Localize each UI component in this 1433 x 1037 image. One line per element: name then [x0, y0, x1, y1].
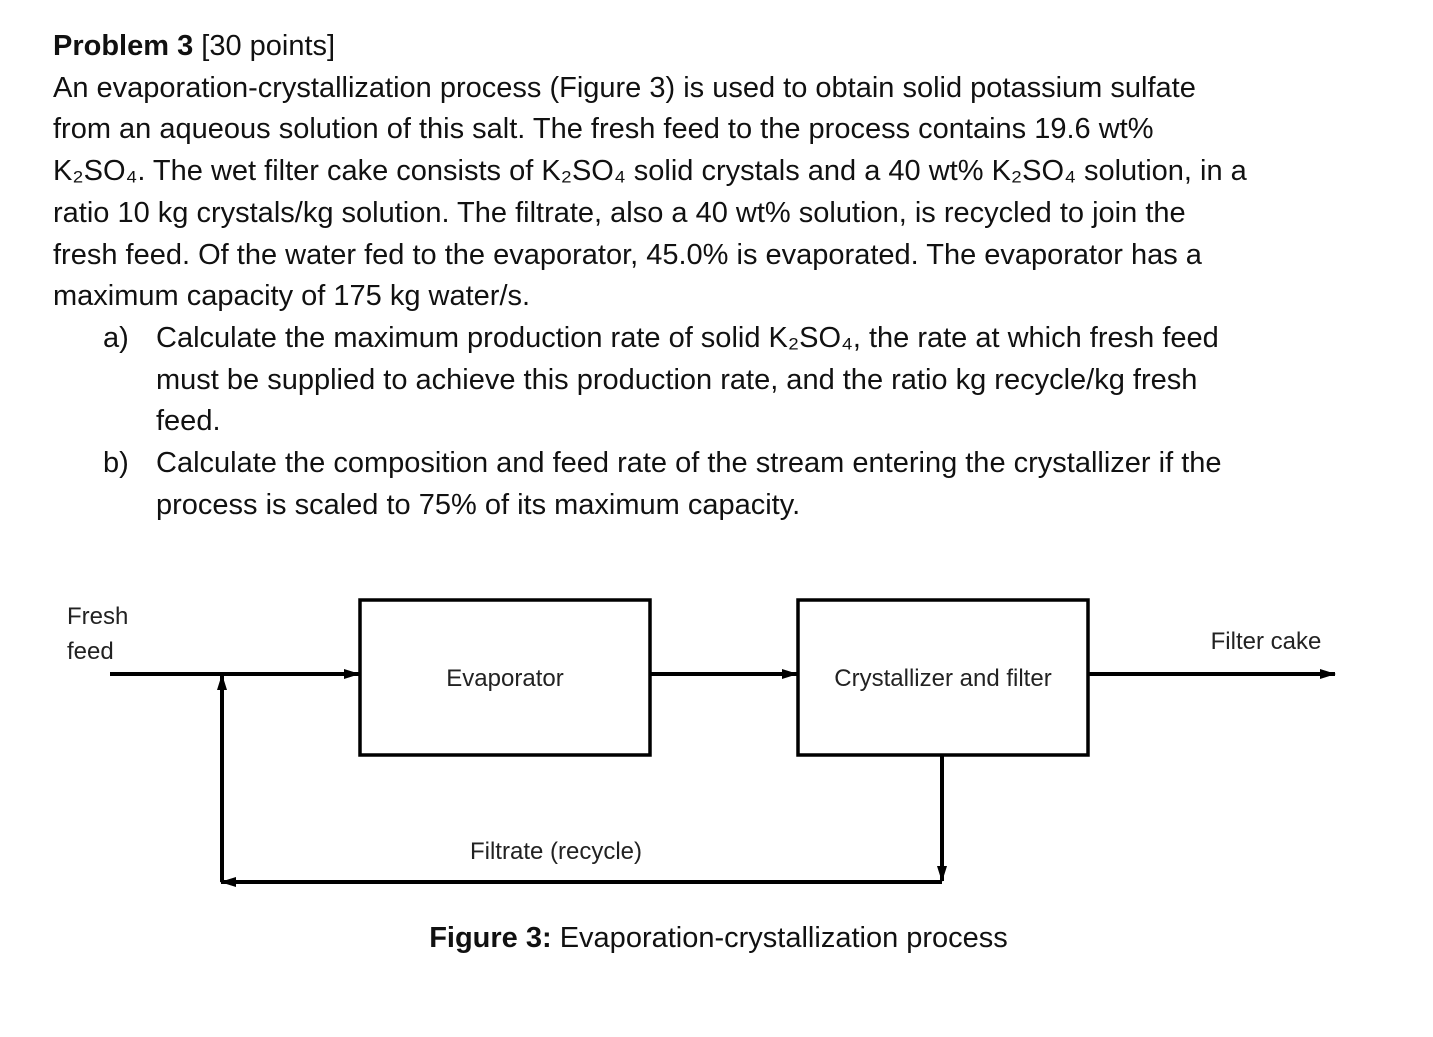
part-b-line: Calculate the composition and feed rate … [156, 447, 1222, 480]
description-line: maximum capacity of 175 kg water/s. [53, 280, 531, 313]
part-a: a) Calculate the maximum production rate… [53, 318, 1393, 443]
problem-number: Problem 3 [53, 30, 194, 62]
fresh-feed-label-line2: feed [67, 638, 114, 665]
caption-text: Evaporation-crystallization process [551, 922, 1008, 954]
part-a-line: feed. [156, 405, 221, 438]
part-a-line: must be supplied to achieve this product… [156, 363, 1198, 396]
part-a-marker: a) [103, 321, 129, 354]
problem-points: [30 points] [193, 30, 336, 62]
problem-parts: a) Calculate the maximum production rate… [53, 318, 1393, 527]
figure-caption: Figure 3: Evaporation-crystallization pr… [0, 918, 1433, 958]
description-line: ratio 10 kg crystals/kg solution. The fi… [53, 196, 1186, 229]
evaporator-box [358, 598, 652, 757]
problem-statement: Problem 3 [30 points] An evaporation-cry… [53, 26, 1393, 526]
part-b: b) Calculate the composition and feed ra… [53, 443, 1393, 526]
problem-heading: Problem 3 [30 points] [53, 26, 1393, 68]
evaporator-label: Evaporator [446, 665, 563, 692]
caption-figure-number: Figure 3: [429, 922, 552, 954]
description-line: from an aqueous solution of this salt. T… [53, 113, 1154, 146]
problem-description: An evaporation-crystallization process (… [53, 68, 1393, 318]
description-line: fresh feed. Of the water fed to the evap… [53, 238, 1202, 271]
crystallizer-label: Crystallizer and filter [834, 665, 1051, 692]
part-b-marker: b) [103, 447, 129, 480]
description-line: K₂SO₄. The wet filter cake consists of K… [53, 155, 1247, 188]
filter-cake-label: Filter cake [1211, 628, 1322, 655]
part-b-line: process is scaled to 75% of its maximum … [156, 488, 801, 521]
recycle-label: Filtrate (recycle) [470, 838, 642, 865]
fresh-feed-label-line1: Fresh [67, 603, 128, 630]
description-line: An evaporation-crystallization process (… [53, 71, 1196, 104]
part-a-line: Calculate the maximum production rate of… [156, 321, 1219, 354]
